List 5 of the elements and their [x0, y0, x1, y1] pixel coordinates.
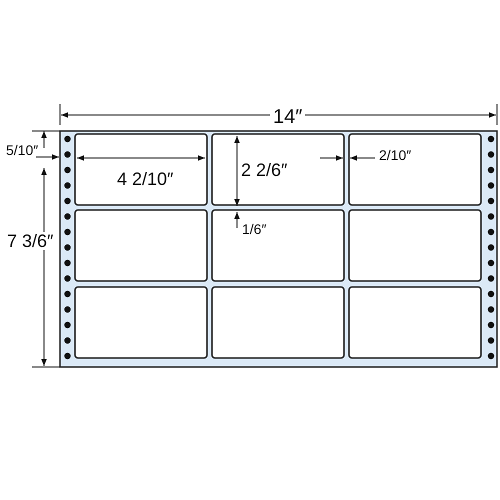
dimension-label: 4 2/10″ [117, 170, 174, 188]
dimension-label: 5/10″ [6, 143, 38, 157]
dimension-label: 1/6″ [242, 222, 266, 236]
dimension-label: 2 2/6″ [241, 161, 288, 179]
dimension-label: 2/10″ [379, 148, 412, 162]
